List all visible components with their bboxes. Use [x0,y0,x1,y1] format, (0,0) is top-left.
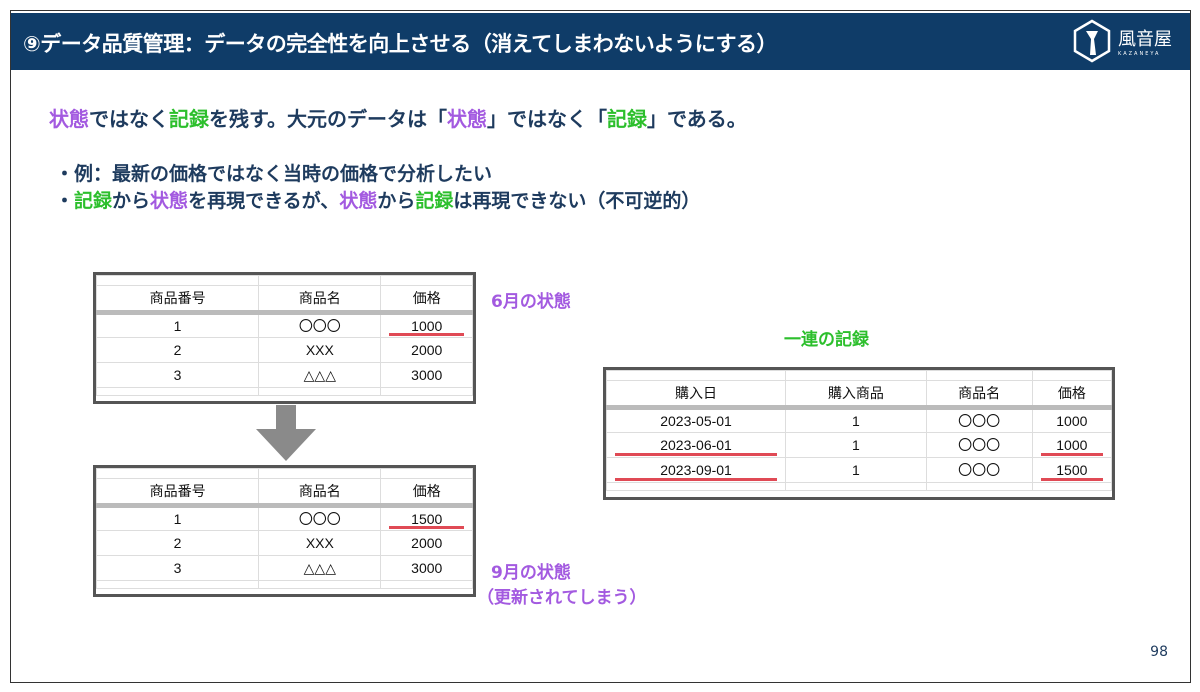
text-segment: 状態 [339,190,378,212]
table-cell: 〇〇〇 [925,457,1033,483]
column-header: 購入日 [606,380,787,410]
slide-title: ⑨データ品質管理：データの完全性を向上させる（消えてしまわないようにする） [23,32,778,56]
table-cell: 2000 [380,530,473,556]
column-header: 価格 [1031,380,1112,410]
text-segment: 状態 [447,107,487,131]
table-cell: △△△ [258,362,382,388]
text-segment: 記録 [415,190,454,212]
table-cell: XXX [258,530,382,556]
logo-text: 風音屋 [1118,29,1172,50]
record-label: 一連の記録 [784,330,869,350]
text-segment: から [377,190,416,212]
text-segment: ではなく [89,107,169,131]
table-cell: 3 [96,362,260,388]
text-segment: 記録 [169,107,209,131]
table-header-row: 商品番号商品名価格 [96,285,473,315]
text-segment: を残す。大元のデータは「 [209,107,447,131]
table-cell: 1000 [380,312,473,338]
slide: ⑨データ品質管理：データの完全性を向上させる（消えてしまわないようにする） 風音… [10,10,1191,683]
table-row: 3△△△3000 [96,362,473,388]
text-segment: は再現できない（不可逆的） [453,190,701,212]
table-row: 3△△△3000 [96,555,473,581]
text-segment: 」ではなく「 [487,107,607,131]
table-cell: 1 [785,432,927,458]
table-cell: 1500 [380,505,473,531]
table-cell: XXX [258,337,382,363]
table-cell: 〇〇〇 [925,407,1033,433]
slide-header: ⑨データ品質管理：データの完全性を向上させる（消えてしまわないようにする） 風音… [11,13,1190,70]
text-segment: 状態 [49,107,89,131]
table-cell: 〇〇〇 [258,505,382,531]
table-cell: 1 [96,312,260,338]
down-arrow-icon [256,405,316,461]
june-state-label: 6月の状態 [491,292,571,312]
table-cell: 2 [96,337,260,363]
text-segment: ・ [55,190,75,212]
table-cell: 1000 [1031,432,1112,458]
table-cell: 1000 [1031,407,1112,433]
table-cell: 1 [785,457,927,483]
column-header: 価格 [380,478,473,508]
table-stub-row [96,387,473,396]
table-cell: 〇〇〇 [258,312,382,338]
bullet-irreversible: ・記録から状態を再現できるが、状態から記録は再現できない（不可逆的） [55,186,700,213]
table-header-row: 購入日購入商品商品名価格 [606,380,1112,410]
table-stub-row [96,468,473,479]
text-segment: 状態 [150,190,189,212]
table-cell: 1 [96,505,260,531]
page-number: 98 [1150,644,1168,660]
text-segment: ・例：最新の価格ではなく当時の価格で分析したい [55,163,493,185]
table-stub-row [606,482,1112,491]
table-cell: △△△ [258,555,382,581]
table-cell: 2 [96,530,260,556]
column-header: 商品名 [925,380,1033,410]
column-header: 価格 [380,285,473,315]
headline: 状態ではなく記録を残す。大元のデータは「状態」ではなく「記録」である。 [49,103,747,132]
logo: 風音屋 KAZANEYA [1072,19,1172,63]
table-stub-row [96,275,473,286]
table-cell: 2023-05-01 [606,407,787,433]
table-cell: 〇〇〇 [925,432,1033,458]
text-segment: から [112,190,151,212]
column-header: 購入商品 [785,380,927,410]
text-segment: を再現できるが、 [188,190,340,212]
column-header: 商品番号 [96,478,260,508]
column-header: 商品名 [258,478,382,508]
column-header: 商品番号 [96,285,260,315]
table-header-row: 商品番号商品名価格 [96,478,473,508]
text-segment: 記録 [607,107,647,131]
sept-state-label: 9月の状態 [491,563,571,583]
bullet-example: ・例：最新の価格ではなく当時の価格で分析したい [55,159,492,186]
text-segment: 記録 [74,190,113,212]
table-cell: 2023-09-01 [606,457,787,483]
table-stub-row [606,370,1112,381]
logo-hexagon-icon [1073,19,1111,63]
table-cell: 3000 [380,555,473,581]
column-header: 商品名 [258,285,382,315]
text-segment: 」である。 [647,107,747,131]
table-stub-row [96,580,473,589]
table-cell: 3000 [380,362,473,388]
table-cell: 1500 [1031,457,1112,483]
table-cell: 2023-06-01 [606,432,787,458]
logo-subtext: KAZANEYA [1118,51,1161,57]
table-cell: 2000 [380,337,473,363]
table-cell: 1 [785,407,927,433]
table-cell: 3 [96,555,260,581]
sept-state-note: （更新されてしまう） [477,588,647,608]
